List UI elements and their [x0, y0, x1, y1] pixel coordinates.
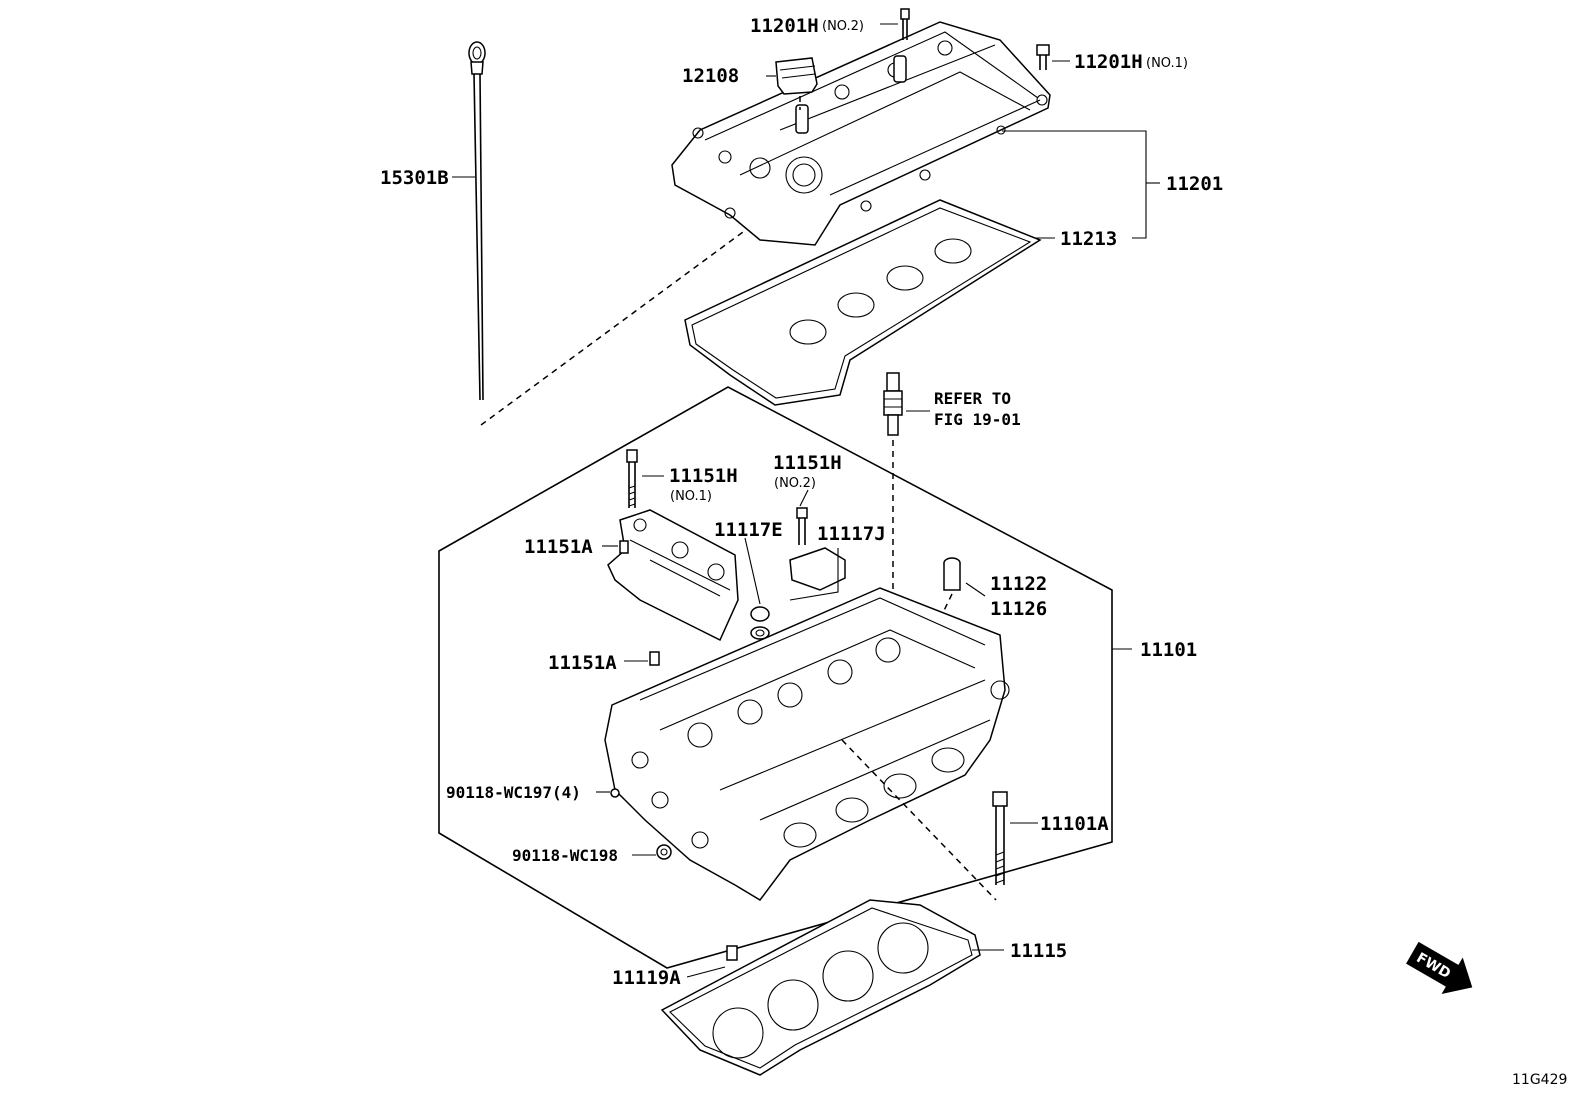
label-11151h-no1: 11151H: [669, 465, 738, 487]
figure-id: 11G429: [1512, 1072, 1567, 1088]
label-11101: 11101: [1140, 639, 1197, 661]
valve-guide-bushing[interactable]: [943, 557, 961, 591]
head-cover-gasket[interactable]: [684, 199, 1042, 406]
plug-seal[interactable]: [750, 606, 770, 640]
leader-11117e: [744, 537, 761, 605]
label-11213: 11213: [1060, 228, 1117, 250]
oil-dipstick[interactable]: [468, 41, 486, 401]
label-11122: 11122: [990, 573, 1047, 595]
leader-11151h-no2: [799, 489, 809, 507]
label-11119a: 11119A: [612, 967, 681, 989]
label-15301b: 15301B: [380, 167, 449, 189]
cylinder-head-cover[interactable]: [671, 21, 1051, 246]
label-11151h-no2: 11151H: [773, 452, 842, 474]
leader-11122: [965, 582, 986, 597]
label-11151a-top: 11151A: [524, 536, 593, 558]
label-11151h-no2-sub: (NO.2): [774, 476, 816, 491]
cylinder-head-gasket[interactable]: [660, 899, 981, 1076]
label-11101a: 11101A: [1040, 813, 1109, 835]
label-refer-fig: FIG 19-01: [934, 410, 1021, 429]
cylinder-head-bolt[interactable]: [992, 791, 1008, 885]
label-11151h-no1-sub: (NO.1): [670, 489, 712, 504]
label-11126: 11126: [990, 598, 1047, 620]
label-11151a-mid: 11151A: [548, 652, 617, 674]
label-11201h-no2-sub: (NO.2): [822, 19, 864, 34]
label-11115: 11115: [1010, 940, 1067, 962]
spark-plug[interactable]: [883, 372, 903, 436]
headbolt-dashline: [841, 739, 997, 901]
cylinder-head-group-box: [438, 386, 1113, 969]
plug-wc197[interactable]: [610, 788, 620, 798]
cylinder-head[interactable]: [604, 587, 1010, 901]
plug-wc198[interactable]: [656, 844, 672, 860]
label-11201: 11201: [1166, 173, 1223, 195]
bearing-cap-no2[interactable]: [789, 547, 846, 591]
label-refer-to: REFER TO: [934, 389, 1011, 408]
label-11201h-no2: 11201H: [750, 15, 819, 37]
label-11201h-no1: 11201H: [1074, 51, 1143, 73]
label-11117e: 11117E: [714, 519, 783, 541]
leader-11119a: [686, 966, 726, 978]
label-11117j: 11117J: [817, 523, 886, 545]
cover-bolt-no2[interactable]: [900, 8, 910, 40]
camshaft-cap-bolt-no1[interactable]: [626, 449, 638, 508]
label-11201h-no1-sub: (NO.1): [1146, 56, 1188, 71]
label-90118-wc198: 90118-WC198: [512, 846, 618, 865]
dowel-pin-top[interactable]: [619, 540, 629, 554]
label-90118-wc197: 90118-WC197(4): [446, 783, 581, 802]
gasket-dowel-pin[interactable]: [726, 945, 738, 961]
camshaft-bearing-cap[interactable]: [607, 509, 739, 642]
label-12108: 12108: [682, 65, 739, 87]
dowel-pin-mid[interactable]: [649, 651, 660, 666]
bracket-11201: [1002, 130, 1147, 239]
forward-direction-arrow-icon: FWD: [1406, 941, 1473, 995]
oil-filler-cap[interactable]: [775, 57, 818, 95]
leader-11117j: [789, 548, 839, 601]
cover-bolt-no1[interactable]: [1036, 44, 1050, 70]
camshaft-cap-bolt-no2[interactable]: [796, 507, 808, 545]
